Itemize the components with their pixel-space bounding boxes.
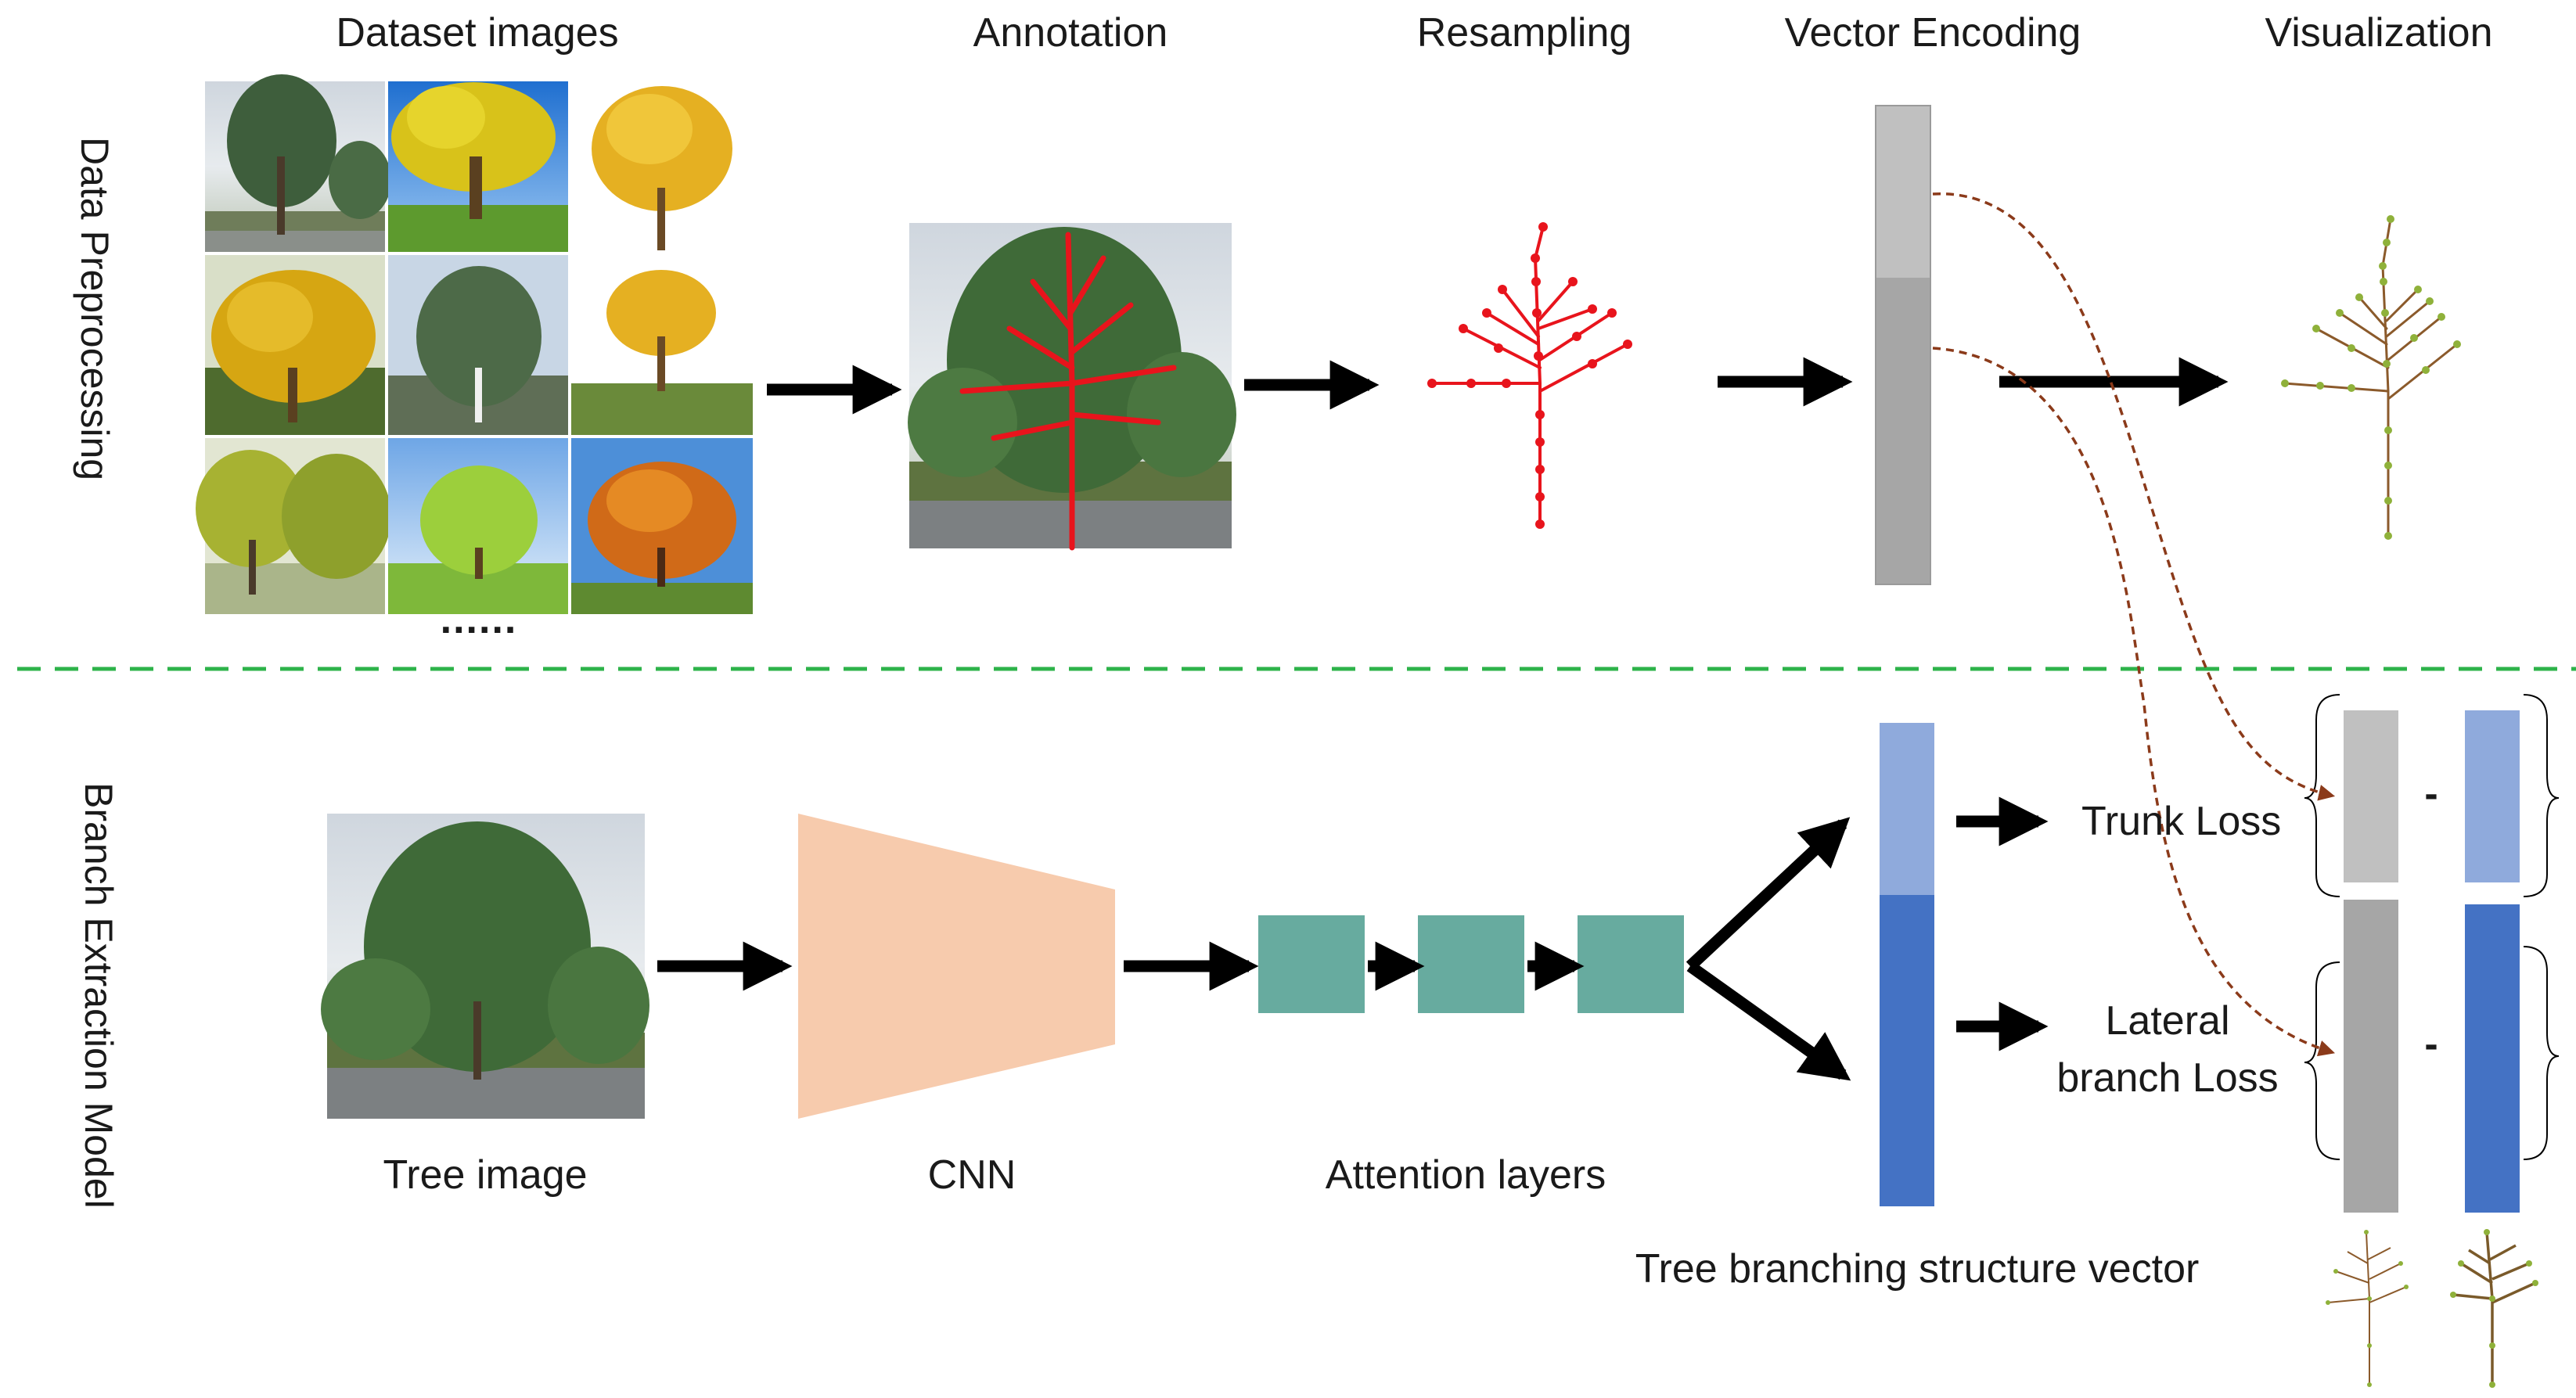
attention-layer-2 xyxy=(1418,915,1524,1013)
attention-layer-3 xyxy=(1578,915,1684,1013)
trunk-loss-comparison xyxy=(2304,694,2560,897)
lateral-brace-right xyxy=(2523,946,2560,1160)
dataset-image-grid xyxy=(196,74,753,614)
dataset-thumb-5 xyxy=(388,255,568,435)
pred-skeleton-small xyxy=(2452,1231,2536,1385)
lateral-minus-sign: - xyxy=(2424,1022,2438,1067)
label-cnn: CNN xyxy=(927,1152,1016,1198)
encoded-vector xyxy=(1875,105,1931,585)
section-label-preprocessing: Data Preprocessing xyxy=(73,137,117,481)
top-flow-arrows xyxy=(767,357,2229,415)
label-lateral-loss-line1: Lateral xyxy=(2105,998,2230,1044)
resampled-nodes xyxy=(1427,222,1632,529)
arrow-split-up xyxy=(1686,817,1851,971)
encoded-vector-trunk xyxy=(1876,106,1930,278)
dataset-thumb-7 xyxy=(196,438,391,614)
visualization-nodes xyxy=(2281,215,2461,540)
output-vector-lateral xyxy=(1880,895,1934,1206)
dataset-thumb-3 xyxy=(571,81,753,252)
trunk-pred-bar xyxy=(2465,710,2520,882)
attention-layers xyxy=(1258,915,1684,1013)
section-label-model: Branch Extraction Model xyxy=(77,782,121,1209)
lateral-brace-left xyxy=(2304,961,2340,1160)
link-trunk xyxy=(1932,192,2336,801)
lateral-loss-comparison xyxy=(2304,900,2560,1213)
resampled-skeleton xyxy=(1430,225,1629,526)
stage-title-encoding: Vector Encoding xyxy=(1784,10,2081,56)
output-vector-trunk xyxy=(1880,723,1934,895)
input-tree-photo xyxy=(321,814,649,1119)
dataset-thumb-2 xyxy=(388,81,568,252)
dashed-links xyxy=(1932,192,2336,1057)
gt-skeleton-small xyxy=(2327,1231,2407,1385)
stage-title-resampling: Resampling xyxy=(1416,10,1632,56)
lateral-pred-bar xyxy=(2465,904,2520,1213)
encoded-vector-lateral xyxy=(1876,278,1930,584)
dataset-thumb-1 xyxy=(205,74,391,252)
label-attention-layers: Attention layers xyxy=(1325,1152,1606,1198)
stage-title-visualization: Visualization xyxy=(2265,10,2493,56)
lateral-gt-bar xyxy=(2344,900,2398,1213)
dataset-thumb-4 xyxy=(205,255,385,435)
stage-title-annotation: Annotation xyxy=(973,10,1168,56)
link-lateral xyxy=(1932,347,2336,1057)
label-trunk-loss: Trunk Loss xyxy=(2081,799,2282,844)
dataset-thumb-8 xyxy=(388,438,568,614)
annotation-skeleton xyxy=(959,232,1177,551)
dataset-ellipsis: ...... xyxy=(440,597,518,642)
output-vector xyxy=(1880,723,1934,1206)
label-lateral-loss-line2: branch Loss xyxy=(2056,1055,2279,1101)
bottom-flow-arrows xyxy=(657,796,2049,1081)
label-output-vector: Tree branching structure vector xyxy=(1635,1246,2200,1292)
trunk-brace-left xyxy=(2304,694,2340,897)
stage-title-dataset: Dataset images xyxy=(336,10,619,56)
trunk-brace-right xyxy=(2523,694,2560,897)
visualization-skeleton xyxy=(2283,217,2459,537)
trunk-gt-bar xyxy=(2344,710,2398,882)
cnn-block xyxy=(798,814,1115,1119)
trunk-minus-sign: - xyxy=(2424,771,2438,817)
arrow-split-down xyxy=(1686,961,1851,1081)
dataset-thumb-9 xyxy=(571,438,753,614)
dataset-thumb-6 xyxy=(571,255,753,435)
small-skeleton-nodes xyxy=(2326,1229,2538,1388)
label-tree-image: Tree image xyxy=(383,1152,588,1198)
attention-layer-1 xyxy=(1258,915,1365,1013)
